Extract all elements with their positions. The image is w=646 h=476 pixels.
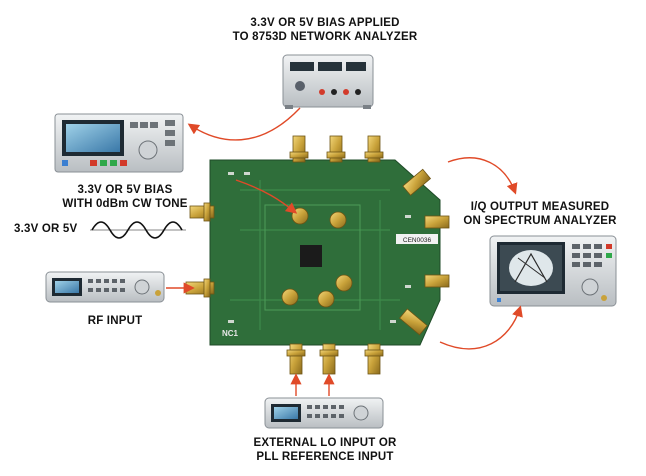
sma-connector-bottom-3 xyxy=(364,343,384,375)
arrow-power-to-generator xyxy=(187,107,301,141)
sma-connector-top-1 xyxy=(289,135,309,163)
board-sma-3 xyxy=(335,274,353,292)
board-sma-2 xyxy=(329,211,347,229)
spectrum-analyzer-title: I/Q OUTPUT MEASURED ON SPECTRUM ANALYZER xyxy=(440,200,640,228)
spectrum-analyzer-title-line2: ON SPECTRUM ANALYZER xyxy=(463,215,617,227)
sma-connector-bottom-2 xyxy=(319,343,339,375)
board-sma-4 xyxy=(281,288,299,306)
lo-input-title: EXTERNAL LO INPUT OR PLL REFERENCE INPUT xyxy=(220,436,430,464)
bias-supply-title: 3.3V OR 5V BIAS APPLIED TO 8753D NETWORK… xyxy=(200,16,450,44)
evaluation-board: CEN0036 NC1 xyxy=(209,159,441,346)
lo-signal-generator-instrument xyxy=(264,397,384,429)
lo-input-title-line1: EXTERNAL LO INPUT OR xyxy=(253,437,397,449)
bias-supply-title-line2: TO 8753D NETWORK ANALYZER xyxy=(232,31,418,43)
board-silk-text: NC1 xyxy=(222,329,239,338)
sma-connector-left-1 xyxy=(189,202,215,222)
spectrum-analyzer-title-line1: I/Q OUTPUT MEASURED xyxy=(470,201,610,213)
sma-connector-right-3 xyxy=(424,274,450,288)
spectrum-analyzer-instrument xyxy=(489,235,617,307)
rf-input-label: RF INPUT xyxy=(87,315,143,327)
board-label-tag: CEN0036 xyxy=(403,237,432,244)
sma-connector-right-1 xyxy=(402,168,432,196)
cw-tone-sine-wave xyxy=(91,221,183,239)
board-sma-1 xyxy=(291,207,309,225)
sma-connector-top-3 xyxy=(364,135,384,163)
sma-connector-bottom-1 xyxy=(286,343,306,375)
arrow-board-to-analyzer-top xyxy=(447,157,518,195)
signal-arrows xyxy=(166,107,523,396)
arrow-board-to-analyzer-bottom xyxy=(439,305,523,350)
signal-generator-instrument xyxy=(54,113,184,173)
sma-connector-top-2 xyxy=(326,135,346,163)
board-sma-5 xyxy=(317,290,335,308)
signal-source-title: 3.3V OR 5V BIAS WITH 0dBm CW TONE xyxy=(20,183,230,211)
sma-connector-right-2 xyxy=(424,215,450,229)
bias-voltage-label: 3.3V OR 5V xyxy=(14,223,78,235)
bias-supply-title-line1: 3.3V OR 5V BIAS APPLIED xyxy=(250,17,400,29)
sma-connector-right-4 xyxy=(399,308,428,336)
lo-input-title-line2: PLL REFERENCE INPUT xyxy=(256,451,394,463)
signal-source-title-line1: 3.3V OR 5V BIAS xyxy=(77,184,173,196)
power-supply-instrument xyxy=(282,54,374,109)
sma-connectors xyxy=(185,135,450,375)
rf-signal-generator-instrument xyxy=(45,271,165,303)
arrow-bias-to-board xyxy=(235,179,298,214)
signal-source-title-line2: WITH 0dBm CW TONE xyxy=(62,198,188,210)
